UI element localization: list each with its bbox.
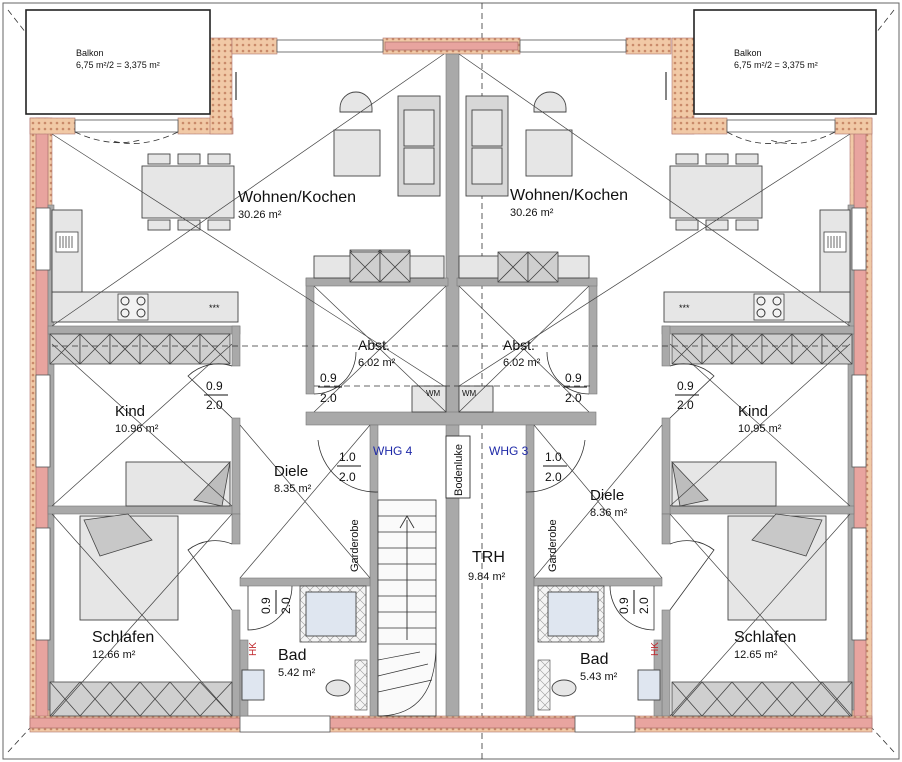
door-bad-l-w: 0.9	[259, 597, 273, 614]
windows	[35, 39, 867, 733]
bad-left-area: 5.42 m²	[278, 667, 316, 679]
door-kind-l-h: 2.0	[206, 398, 223, 412]
door-kind-l-w: 0.9	[206, 379, 223, 393]
abst-right-area: 6.02 m²	[503, 357, 541, 369]
kind-left-area: 10.96 m²	[115, 423, 159, 435]
door-abst-r-w: 0.9	[565, 371, 582, 385]
bad-right-name: Bad	[580, 651, 608, 668]
garderobe-right-label: Garderobe	[547, 519, 559, 572]
balkon-left-area: 6,75 m²/2 = 3,375 m²	[76, 60, 160, 70]
balkon-right-area: 6,75 m²/2 = 3,375 m²	[734, 60, 818, 70]
door-entry-l-w: 1.0	[339, 450, 356, 464]
hk-right-label: HK	[650, 642, 661, 656]
bad-left-name: Bad	[278, 647, 306, 664]
diele-right-area: 8.36 m²	[590, 507, 628, 519]
door-bad-l-h: 2.0	[279, 597, 293, 614]
cooktop-left-marks: ***	[209, 303, 220, 313]
unit-left-label: WHG 4	[373, 444, 413, 458]
schlafen-left-name: Schlafen	[92, 629, 154, 646]
diele-right-name: Diele	[590, 487, 624, 504]
kind-left-name: Kind	[115, 403, 145, 420]
misc-labels: WM WM *** *** Bodenluke Garderobe Garder…	[209, 303, 690, 656]
wohnen-left-name: Wohnen/Kochen	[238, 189, 356, 206]
diele-left-area: 8.35 m²	[274, 483, 312, 495]
balkon-right-name: Balkon	[734, 48, 762, 58]
furniture-right	[458, 91, 853, 717]
bodenluke-label: Bodenluke	[453, 444, 465, 496]
door-abst-r-h: 2.0	[565, 391, 582, 405]
kind-right-name: Kind	[738, 403, 768, 420]
garderobe-left-label: Garderobe	[349, 519, 361, 572]
diele-left-name: Diele	[274, 463, 308, 480]
unit-labels: WHG 4 WHG 3	[373, 444, 529, 458]
wohnen-right-name: Wohnen/Kochen	[510, 187, 628, 204]
schlafen-right-area: 12.65 m²	[734, 649, 778, 661]
room-labels: Balkon 6,75 m²/2 = 3,375 m² Balkon 6,75 …	[76, 48, 818, 683]
bad-right-area: 5.43 m²	[580, 671, 618, 683]
abst-right-name: Abst.	[503, 337, 535, 353]
door-abst-l-h: 2.0	[320, 391, 337, 405]
schlafen-left-area: 12.66 m²	[92, 649, 136, 661]
trh-area: 9.84 m²	[468, 571, 506, 583]
room-diagonals	[51, 53, 851, 717]
hk-left-label: HK	[248, 642, 259, 656]
wm-left-label: WM	[426, 389, 441, 398]
door-kind-r-h: 2.0	[677, 398, 694, 412]
abst-left-name: Abst.	[358, 337, 390, 353]
unit-right-label: WHG 3	[489, 444, 529, 458]
door-dimensions: 0.9 2.0 0.9 2.0 0.9 2.0 0.9 2.0 1.0 2.0 …	[204, 371, 699, 614]
wohnen-left-area: 30.26 m²	[238, 209, 282, 221]
door-bad-r-h: 2.0	[637, 597, 651, 614]
door-entry-l-h: 2.0	[339, 470, 356, 484]
wohnen-right-area: 30.26 m²	[510, 207, 554, 219]
balkon-left-name: Balkon	[76, 48, 104, 58]
furniture-left	[49, 91, 447, 717]
balcony-left	[25, 9, 211, 115]
door-swings	[187, 351, 715, 631]
door-entry-r-h: 2.0	[545, 470, 562, 484]
door-bad-r-w: 0.9	[617, 597, 631, 614]
schlafen-right-name: Schlafen	[734, 629, 796, 646]
staircase	[377, 435, 471, 717]
cooktop-right-marks: ***	[679, 303, 690, 313]
trh-name: TRH	[472, 549, 505, 566]
door-abst-l-w: 0.9	[320, 371, 337, 385]
wm-right-label: WM	[462, 389, 477, 398]
door-entry-r-w: 1.0	[545, 450, 562, 464]
kind-right-area: 10.95 m²	[738, 423, 782, 435]
balcony-right	[693, 9, 877, 115]
abst-left-area: 6.02 m²	[358, 357, 396, 369]
door-kind-r-w: 0.9	[677, 379, 694, 393]
